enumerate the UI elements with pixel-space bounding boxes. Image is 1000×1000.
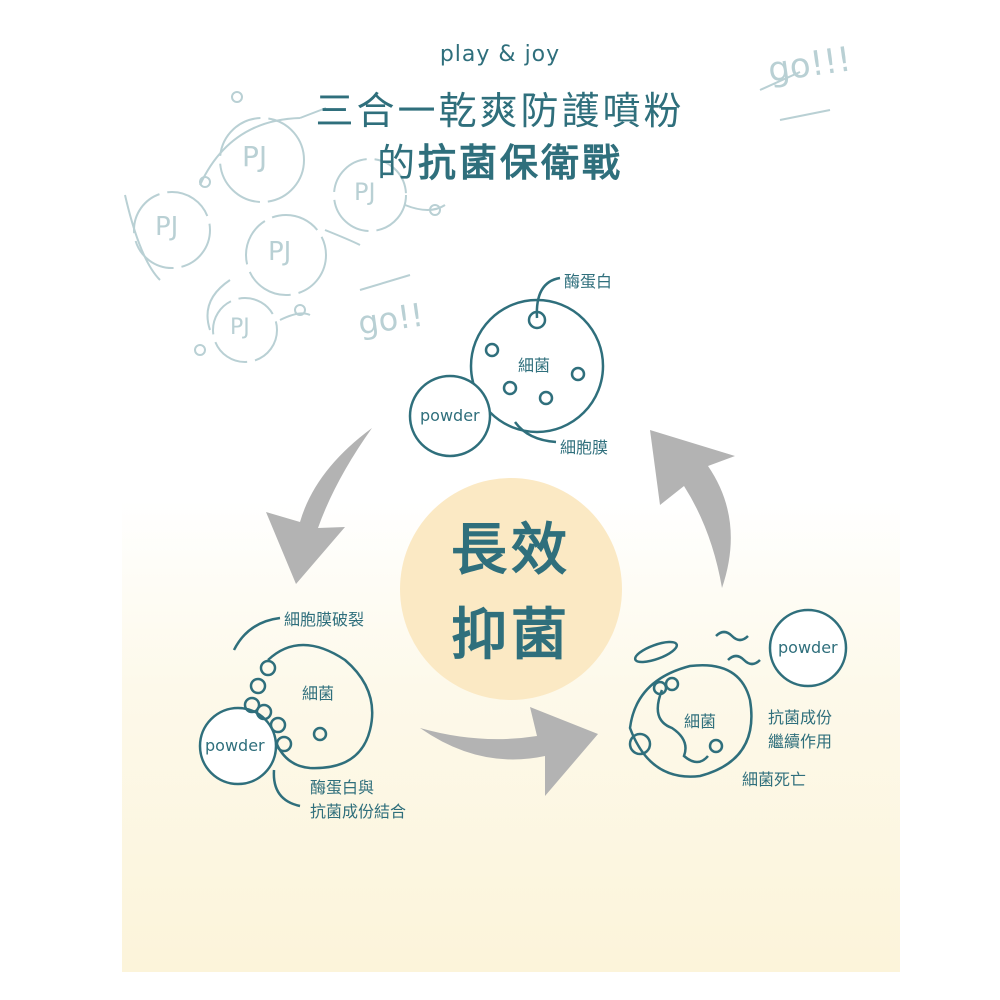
right-squiggle <box>656 689 709 764</box>
doodle-dot-4 <box>194 344 206 356</box>
doodle-dot-3 <box>429 204 441 216</box>
top-dot-2 <box>570 366 586 382</box>
doodle-dot-1 <box>231 91 243 103</box>
left-dot-5 <box>269 716 287 734</box>
pj-badge-text-3: PJ <box>354 178 376 206</box>
page-title: 三合一乾爽防護噴粉 <box>315 89 685 133</box>
left-dot-7 <box>312 726 328 742</box>
right-bacteria-cell <box>628 664 753 778</box>
doodle-dash-1 <box>359 274 411 291</box>
right-dot-3 <box>628 732 652 756</box>
top-powder-label: powder <box>420 406 480 425</box>
top-enzyme-pointer <box>535 276 561 319</box>
top-dot-3 <box>502 380 518 396</box>
center-badge <box>400 478 622 700</box>
pj-badge-1 <box>219 117 305 203</box>
top-membrane-label: 細胞膜 <box>560 438 609 457</box>
pj-badge-4 <box>245 214 327 296</box>
left-bacteria-cell <box>267 643 374 770</box>
left-dot-6 <box>275 735 293 753</box>
pj-badge-text-2: PJ <box>155 212 179 242</box>
title-prefix: 的 <box>376 141 418 185</box>
doodle-dot-2 <box>199 176 211 188</box>
doodle-dot-5 <box>294 304 306 316</box>
right-effect-label-line2: 繼續作用 <box>768 732 833 751</box>
doodle-line-1 <box>199 107 327 186</box>
doodle-dash-2 <box>759 71 831 121</box>
left-bind-pointer <box>272 769 301 808</box>
page-title-line2: 的抗菌保衛戰 <box>0 132 1000 187</box>
arrow-left-to-right <box>420 707 598 796</box>
center-text-line1: 長效 <box>451 518 571 583</box>
top-powder-circle <box>408 374 492 458</box>
left-dot-2 <box>249 677 267 695</box>
arrow-top-to-left <box>266 428 372 584</box>
left-powder-label: powder <box>205 736 265 755</box>
doodle-line-3 <box>324 204 446 246</box>
top-membrane-pointer <box>513 421 557 444</box>
left-dot-3 <box>243 696 261 714</box>
left-rupture-pointer <box>232 616 281 651</box>
right-wave-2 <box>727 654 761 666</box>
top-dot-1 <box>484 342 500 358</box>
right-powder-label: powder <box>778 638 838 657</box>
pj-badge-text-5: PJ <box>230 315 250 340</box>
right-dot-4 <box>708 738 724 754</box>
left-dot-4 <box>255 703 273 721</box>
pj-badge-text-4: PJ <box>268 237 292 267</box>
right-dot-2 <box>664 676 680 692</box>
doodle-line-2 <box>124 194 161 281</box>
title-bold: 抗菌保衛戰 <box>418 141 624 185</box>
right-powder-circle <box>768 608 848 688</box>
right-halo <box>633 640 679 664</box>
left-bacteria-label: 細菌 <box>302 684 335 703</box>
pj-badge-text-1: PJ <box>242 140 268 173</box>
left-rupture-label: 細胞膜破裂 <box>284 610 365 629</box>
left-bind-label-line2: 抗菌成份結合 <box>310 802 407 821</box>
right-effect-label-line1: 抗菌成份 <box>768 708 833 727</box>
top-enzyme-label: 酶蛋白 <box>564 272 613 291</box>
center-text-line2: 抑菌 <box>451 603 571 668</box>
right-death-label: 細菌死亡 <box>742 770 807 789</box>
left-bind-label-line1: 酶蛋白與 <box>310 778 375 797</box>
arrow-right-to-top <box>650 430 735 588</box>
subtitle: play & joy <box>439 42 561 67</box>
top-bacteria-label: 細菌 <box>518 356 551 375</box>
right-bacteria-label: 細菌 <box>684 712 717 731</box>
right-wave-1 <box>715 630 749 642</box>
pj-badge-3 <box>333 158 407 232</box>
pj-badge-5 <box>212 297 278 363</box>
top-dot-4 <box>538 390 554 406</box>
left-dot-1 <box>259 659 277 677</box>
